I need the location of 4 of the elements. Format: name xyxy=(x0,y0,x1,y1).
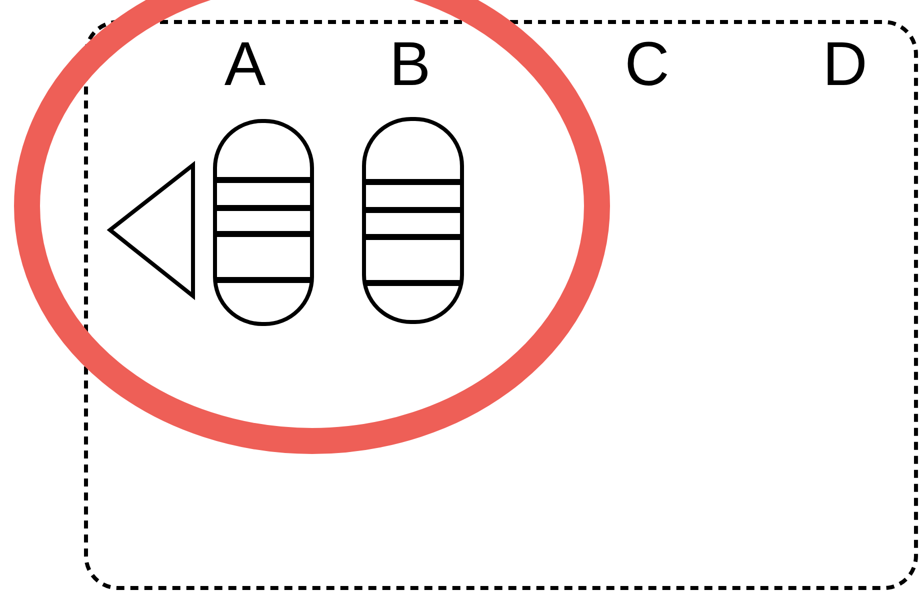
column-letter: D xyxy=(822,34,868,96)
column-letter: B xyxy=(389,34,431,96)
column-letter: C xyxy=(624,34,670,96)
column-letter: A xyxy=(224,34,266,96)
